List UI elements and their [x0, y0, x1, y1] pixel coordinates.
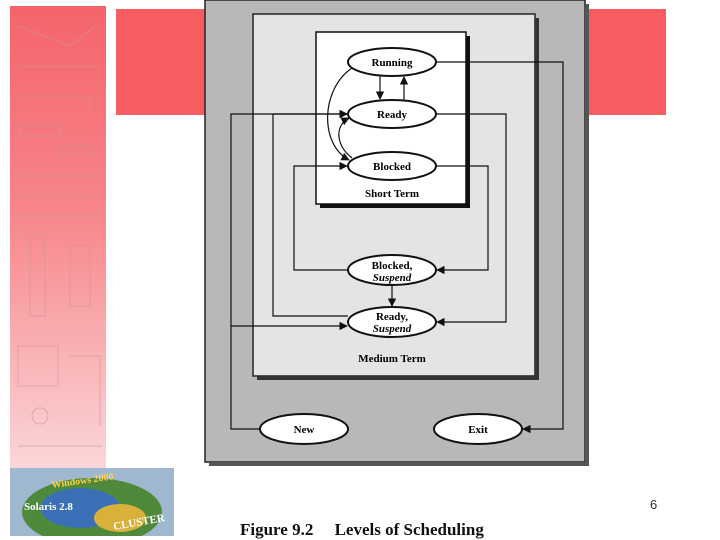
label-exit: Exit [468, 424, 488, 436]
header-band-left [116, 9, 206, 115]
label-blocked: Blocked [373, 161, 411, 173]
decorative-side-strip [10, 6, 106, 468]
slide-number: 6 [650, 497, 658, 512]
figure-caption: Figure 9.2 Levels of Scheduling [240, 520, 484, 539]
edge-blocked-suspend-to-blocked [293, 161, 348, 271]
state-ready-suspend [347, 306, 437, 338]
label-new: New [294, 424, 315, 436]
logo-graphic: Windows 2000 Solaris 2.8 CLUSTER [10, 468, 174, 536]
label-blocked-suspend-1: Blocked, [372, 260, 413, 272]
region-label-short-term: Short Term [365, 188, 419, 200]
state-exit [433, 413, 523, 445]
label-running: Running [372, 57, 413, 69]
header-band-right [586, 9, 666, 115]
edge-ready-suspend-to-ready [272, 109, 348, 317]
strip-pattern [17, 23, 102, 447]
edge-ready-to-ready-suspend [436, 113, 507, 327]
edge-running-to-exit [436, 61, 564, 434]
logo-text-solaris: Solaris 2.8 [24, 501, 73, 513]
os-logo: Windows 2000 Solaris 2.8 CLUSTER [10, 468, 174, 536]
edge-running-to-blocked [327, 67, 353, 161]
edge-blocked-to-ready [338, 117, 353, 159]
label-ready-suspend-2: Suspend [373, 323, 412, 335]
label-ready-suspend-1: Ready, [376, 311, 408, 323]
label-blocked-suspend-2: Suspend [373, 272, 412, 284]
region-label-medium-term: Medium Term [358, 353, 426, 365]
edge-blocked-to-blocked-suspend [436, 165, 489, 275]
label-ready: Ready [377, 109, 407, 121]
